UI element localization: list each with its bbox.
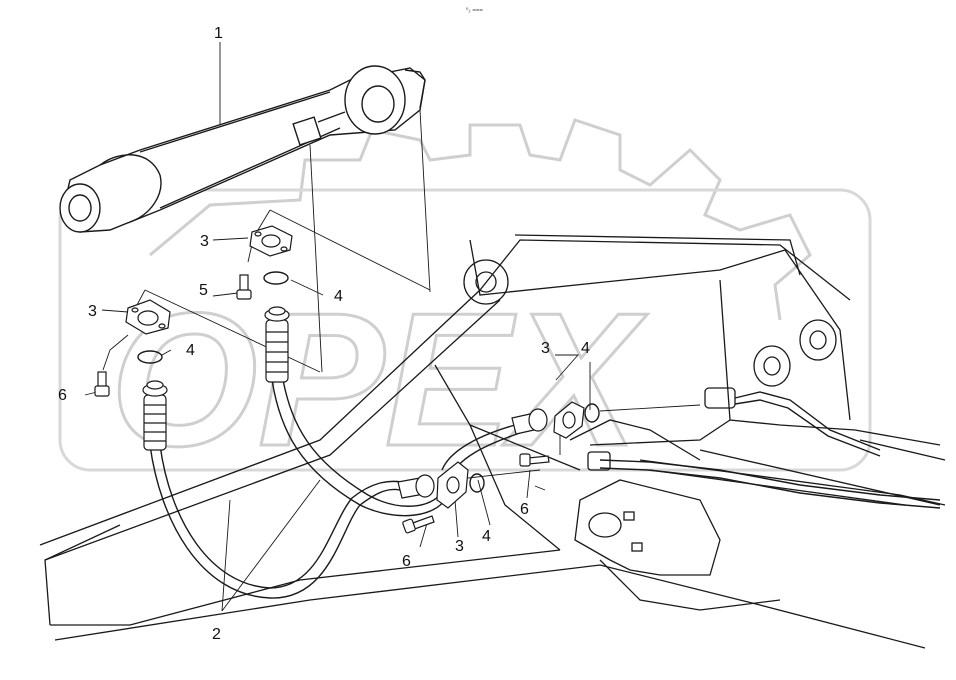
- watermark-gear-outline: [149, 118, 812, 321]
- callout-1: 1: [214, 25, 223, 42]
- callout-2: 2: [212, 626, 221, 643]
- frame-pivots: [463, 259, 837, 552]
- callout-4-left: 4: [186, 342, 195, 359]
- hose-fittings: [142, 306, 548, 499]
- callout-6-left: 6: [58, 387, 67, 404]
- callout-4-right: 4: [581, 340, 590, 357]
- flanges: [125, 225, 585, 509]
- callout-6-lower: 6: [402, 553, 411, 570]
- callout-3-right: 3: [541, 340, 550, 357]
- callout-4-upper: 4: [334, 288, 343, 305]
- callout-6-right: 6: [520, 501, 529, 518]
- callout-3-left: 3: [88, 303, 97, 320]
- hydraulic-cylinder: [59, 65, 426, 233]
- watermark-text: OPEX: [110, 274, 648, 486]
- callout-3-lower: 3: [455, 538, 464, 555]
- callout-3-upper: 3: [200, 233, 209, 250]
- machine-frame: [39, 234, 946, 649]
- callout-4-lower: 4: [482, 528, 491, 545]
- callout-5: 5: [199, 282, 208, 299]
- hydraulic-hoses: [149, 379, 941, 599]
- callout-labels: 1 2 3 3 3 3 4 4 4 4 5 6 6 6: [58, 25, 590, 643]
- header-mark: ⁰₂ ===: [466, 7, 483, 14]
- bolts: [94, 274, 550, 534]
- o-rings: [137, 271, 600, 493]
